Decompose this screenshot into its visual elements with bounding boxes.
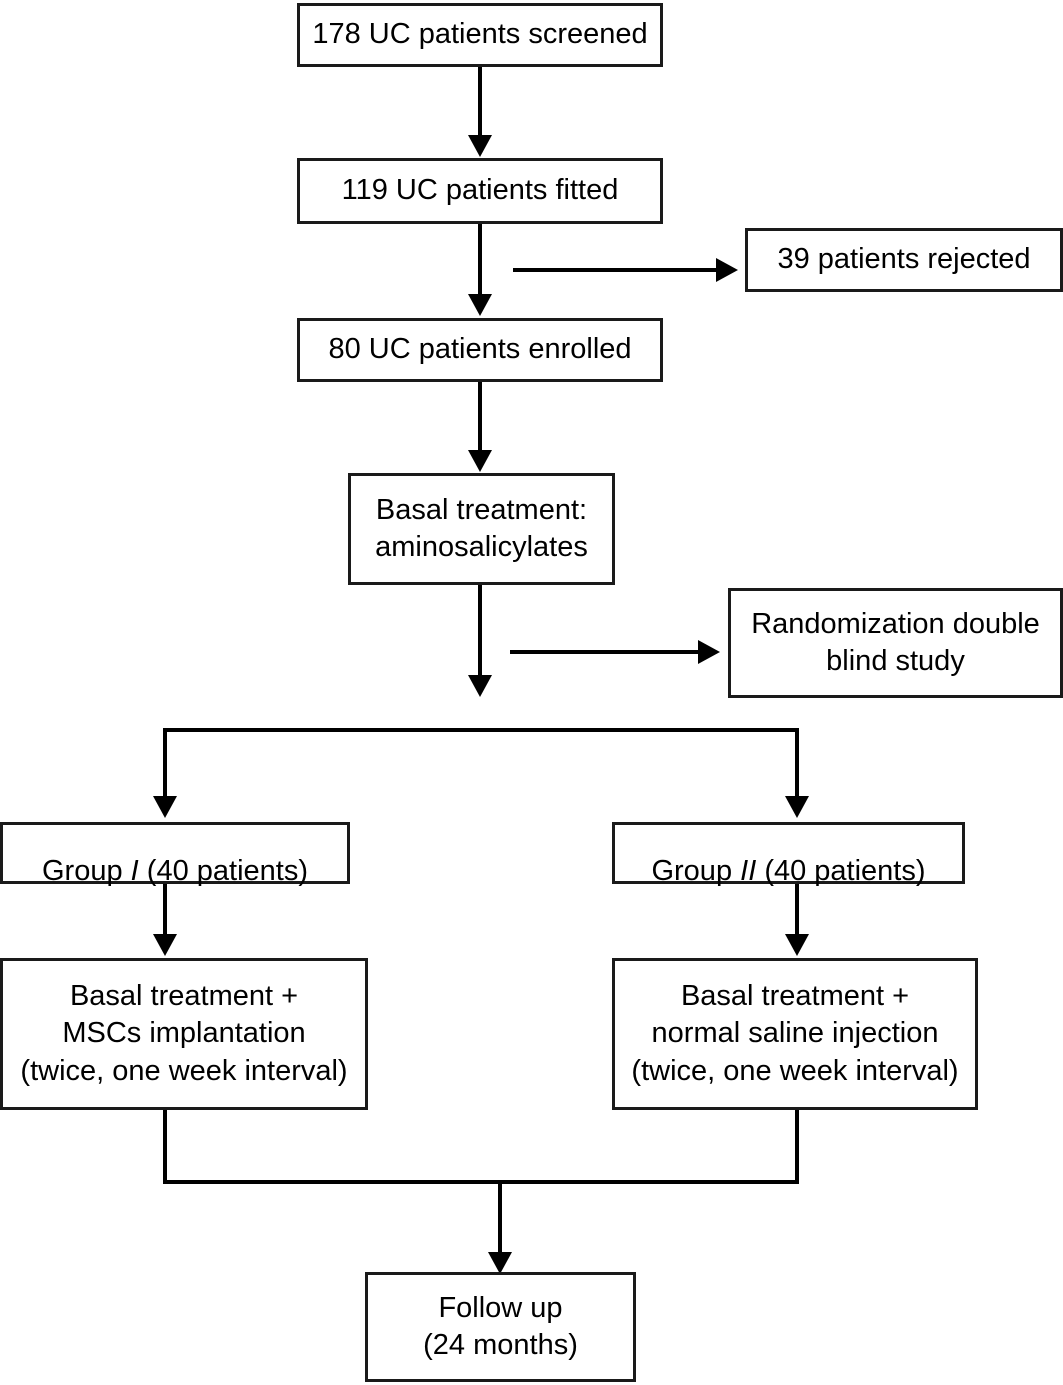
connector-basal-to-split-arrowhead (468, 675, 492, 697)
connector-fitted-to-enrolled-line (478, 224, 482, 296)
connector-group-1-to-arm-1-line (163, 884, 167, 936)
node-follow-up-line1: Follow up (438, 1291, 563, 1324)
node-group-2-label: Group II (40 patients) (651, 816, 925, 890)
node-patients-screened-label: 178 UC patients screened (312, 18, 648, 51)
node-arm-1-treatment-line3: (twice, one week interval) (20, 1054, 348, 1087)
connector-group-1-to-arm-1-arrowhead (153, 934, 177, 956)
node-randomization-line2: blind study (826, 645, 965, 677)
node-arm-1-treatment-line2: MSCs implantation (62, 1017, 306, 1050)
connector-merge-to-follow-up-line (498, 1180, 502, 1254)
connector-fitted-to-enrolled-arrowhead (468, 294, 492, 316)
connector-split-to-group-1-line (163, 728, 167, 798)
node-arm-2-treatment-line2: normal saline injection (651, 1017, 939, 1050)
connector-merge-to-follow-up-arrowhead (488, 1252, 512, 1274)
connector-group-2-to-arm-2-arrowhead (785, 934, 809, 956)
connector-fitted-to-rejected-line (513, 268, 718, 272)
node-arm-2-treatment-line1: Basal treatment + (680, 980, 910, 1013)
connector-split-bar (163, 728, 799, 732)
node-group-2-prefix: Group (651, 855, 741, 887)
node-arm-2-treatment: Basal treatment + normal saline injectio… (612, 958, 978, 1110)
connector-group-2-to-arm-2-line (795, 884, 799, 936)
connector-enrolled-to-basal-arrowhead (468, 450, 492, 472)
node-patients-enrolled: 80 UC patients enrolled (297, 318, 663, 382)
node-group-2: Group II (40 patients) (612, 822, 965, 887)
node-follow-up: Follow up (24 months) (365, 1272, 636, 1382)
connector-split-to-group-2-arrowhead (785, 796, 809, 818)
node-follow-up-line2: (24 months) (423, 1329, 578, 1361)
connector-screened-to-fitted-arrowhead (468, 135, 492, 157)
node-arm-1-treatment: Basal treatment + MSCs implantation (twi… (0, 958, 368, 1110)
node-basal-treatment: Basal treatment: aminosalicylates (348, 473, 615, 585)
node-group-2-suffix: (40 patients) (756, 855, 926, 887)
connector-enrolled-to-basal-line (478, 382, 482, 452)
connector-fitted-to-rejected-arrowhead (716, 258, 738, 282)
node-arm-2-treatment-line3: (twice, one week interval) (631, 1054, 959, 1087)
node-patients-screened: 178 UC patients screened (297, 3, 663, 67)
node-group-1-prefix: Group (42, 855, 131, 887)
node-patients-fitted-label: 119 UC patients fitted (341, 174, 619, 207)
connector-split-to-group-1-arrowhead (153, 796, 177, 818)
node-basal-treatment-line2: aminosalicylates (375, 531, 588, 563)
node-randomization: Randomization double blind study (728, 588, 1063, 698)
node-patients-enrolled-label: 80 UC patients enrolled (328, 333, 632, 366)
connector-arm-1-merge-line (163, 1110, 167, 1184)
connector-merge-bar (163, 1180, 799, 1184)
node-group-2-roman: II (740, 855, 757, 887)
connector-basal-to-randomization-arrowhead (698, 640, 720, 664)
node-group-1-roman: I (130, 855, 139, 887)
connector-basal-to-split-line (478, 585, 482, 677)
node-patients-fitted: 119 UC patients fitted (297, 158, 663, 224)
node-patients-rejected: 39 patients rejected (745, 228, 1063, 292)
node-group-1-label: Group I (40 patients) (42, 816, 308, 890)
node-group-1-suffix: (40 patients) (138, 855, 308, 887)
node-arm-1-treatment-line1: Basal treatment + (69, 980, 299, 1013)
connector-split-to-group-2-line (795, 728, 799, 798)
connector-arm-2-merge-line (795, 1110, 799, 1184)
connector-basal-to-randomization-line (510, 650, 700, 654)
node-basal-treatment-line1: Basal treatment: (375, 493, 588, 526)
node-randomization-line1: Randomization double (751, 607, 1040, 640)
node-group-1: Group I (40 patients) (0, 822, 350, 887)
connector-screened-to-fitted-line (478, 67, 482, 137)
node-patients-rejected-label: 39 patients rejected (777, 243, 1031, 276)
